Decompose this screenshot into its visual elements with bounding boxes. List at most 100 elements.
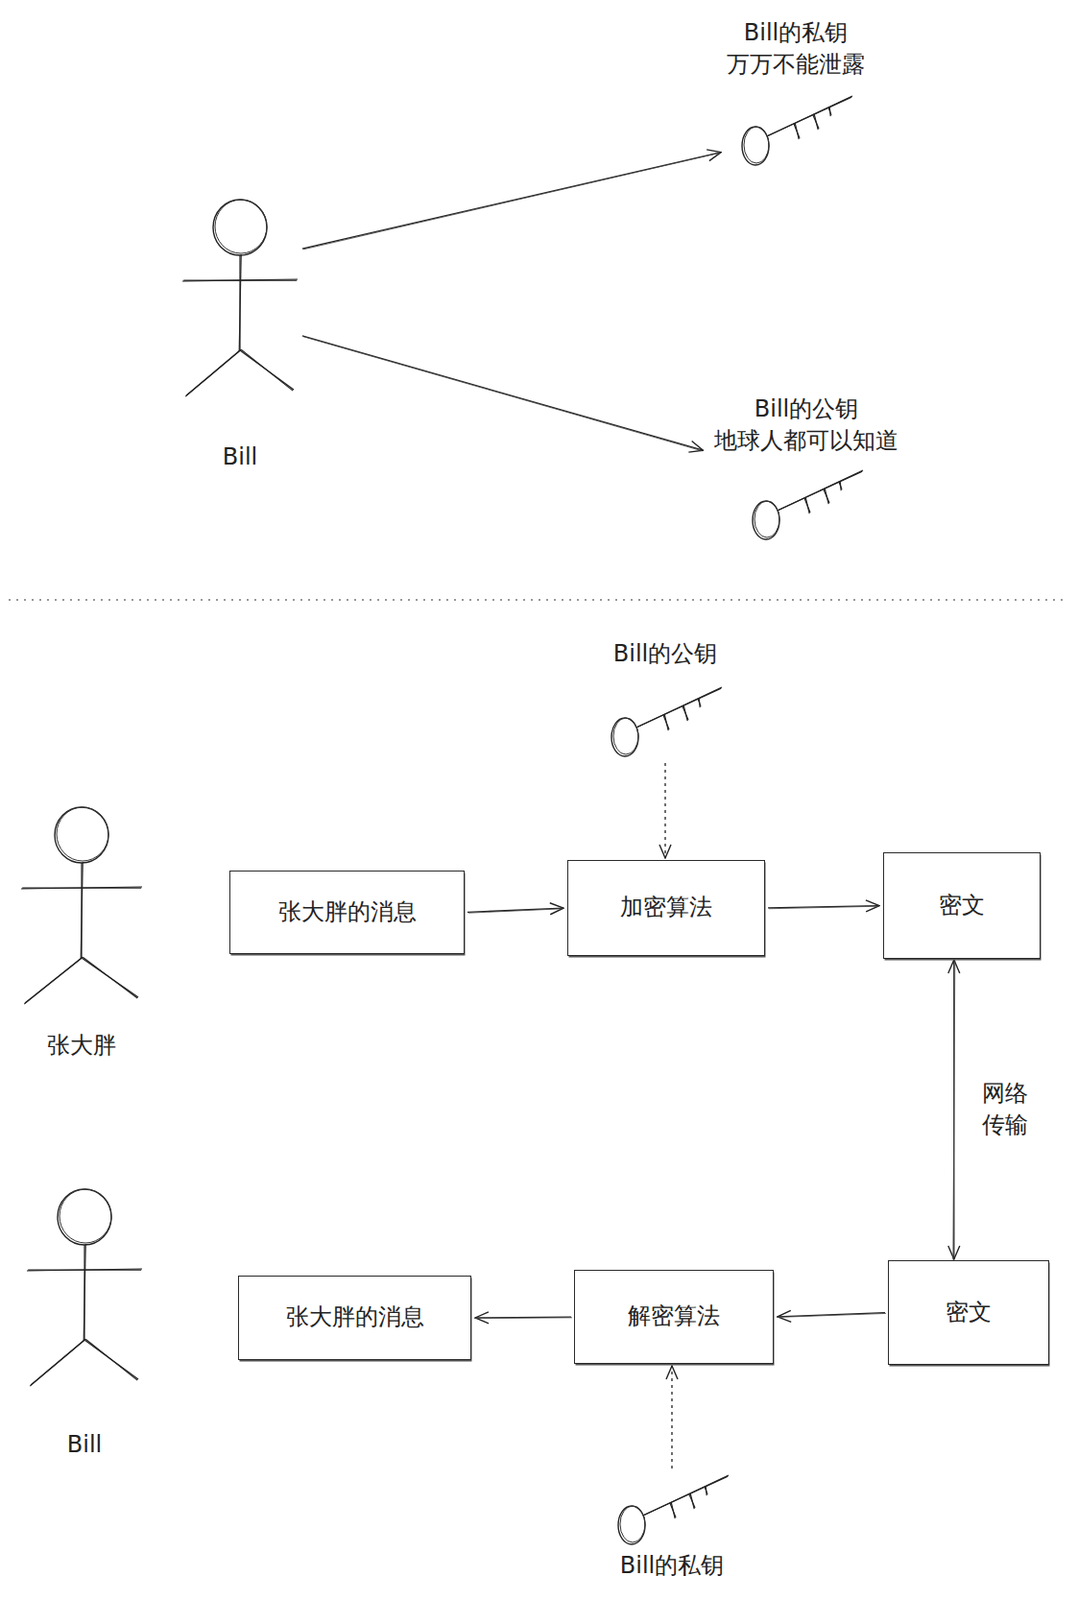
key-node: Bill的私钥 万万不能泄露 bbox=[726, 17, 865, 169]
key-node: Bill的私钥 bbox=[612, 1471, 733, 1582]
key-node: Bill的公钥 地球人都可以知道 bbox=[714, 393, 899, 544]
figure-head bbox=[56, 807, 109, 862]
key-icon bbox=[746, 466, 867, 544]
figure-head bbox=[215, 199, 267, 254]
key-bow bbox=[618, 1506, 646, 1545]
box-label: 加密算法 bbox=[620, 891, 713, 924]
figure-arms bbox=[21, 886, 143, 889]
process-box: 解密算法 bbox=[574, 1269, 774, 1365]
key-tooth bbox=[664, 714, 669, 731]
figure-leg bbox=[82, 957, 138, 999]
box-label: 密文 bbox=[945, 1296, 992, 1329]
figure-head bbox=[59, 1189, 112, 1244]
figure-arms bbox=[182, 279, 298, 282]
process-box: 密文 bbox=[887, 1260, 1050, 1366]
key-shaft bbox=[766, 95, 853, 137]
key-tooth bbox=[670, 1502, 675, 1519]
connector-sketch-stroke bbox=[768, 906, 879, 910]
name-label: Bill bbox=[67, 1429, 102, 1462]
key-shaft bbox=[643, 1475, 729, 1516]
connector-sketch-stroke bbox=[776, 1313, 887, 1318]
stick-figure bbox=[180, 196, 300, 404]
key-bow bbox=[752, 501, 780, 540]
figure-leg bbox=[23, 957, 83, 1005]
key-icon bbox=[736, 92, 857, 169]
figure-body bbox=[239, 254, 241, 352]
key-tooth bbox=[805, 497, 810, 514]
arrow-connector bbox=[953, 959, 955, 1260]
arrow-connector bbox=[302, 335, 704, 451]
key-bow bbox=[611, 718, 639, 757]
name-label: Bill的私钥 bbox=[620, 1550, 724, 1582]
box-label: 解密算法 bbox=[627, 1300, 720, 1333]
figure-leg bbox=[240, 349, 293, 391]
key-bow bbox=[742, 126, 769, 166]
figure-leg bbox=[185, 349, 241, 397]
box-label: 密文 bbox=[938, 889, 985, 922]
dotted-arrow bbox=[670, 1365, 672, 1469]
key-bow bbox=[754, 501, 780, 538]
key-tooth bbox=[794, 122, 799, 140]
key-bow bbox=[613, 718, 639, 755]
stick-figure bbox=[19, 804, 144, 1011]
separator-line bbox=[8, 598, 1068, 600]
process-box: 张大胖的消息 bbox=[238, 1275, 472, 1361]
figure-body bbox=[83, 1244, 86, 1342]
key-tooth bbox=[698, 697, 700, 708]
key-shaft bbox=[637, 688, 721, 727]
box-label: 张大胖的消息 bbox=[286, 1301, 425, 1334]
name-label: Bill bbox=[222, 441, 258, 474]
connector-sketch-stroke bbox=[953, 960, 956, 1261]
figure-arms bbox=[26, 1269, 143, 1271]
key-bow bbox=[743, 126, 769, 164]
key-icon bbox=[605, 683, 726, 761]
arrow-connector bbox=[475, 1316, 572, 1318]
connector-sketch-stroke bbox=[468, 909, 563, 913]
key-tooth bbox=[690, 1493, 695, 1510]
key-shaft bbox=[777, 470, 863, 511]
process-box: 加密算法 bbox=[567, 860, 766, 957]
name-label: 张大胖 bbox=[47, 1030, 117, 1062]
connector-sketch-stroke bbox=[303, 336, 703, 452]
arrow-connector bbox=[767, 906, 880, 909]
figure-body bbox=[80, 862, 83, 959]
connector-sketch-stroke bbox=[474, 1317, 573, 1319]
box-label: 张大胖的消息 bbox=[278, 896, 417, 929]
key-tooth bbox=[683, 705, 688, 721]
key-tooth bbox=[824, 488, 829, 504]
key-tooth bbox=[814, 114, 818, 130]
figure-leg bbox=[85, 1339, 138, 1381]
edge-label: 网络 传输 bbox=[982, 1078, 1029, 1142]
key-icon bbox=[612, 1471, 733, 1549]
key-tooth bbox=[839, 480, 841, 491]
dotted-arrow bbox=[664, 763, 666, 859]
figure-leg bbox=[29, 1339, 86, 1387]
key-tooth bbox=[705, 1485, 707, 1496]
key-shaft bbox=[636, 687, 722, 728]
arrow-connector bbox=[777, 1313, 886, 1318]
person-node: Bill bbox=[24, 1186, 144, 1462]
figure-head bbox=[213, 199, 267, 256]
key-shaft bbox=[778, 471, 863, 510]
person-node: 张大胖 bbox=[19, 804, 144, 1062]
figure-arms bbox=[27, 1269, 142, 1270]
stick-figure bbox=[24, 1186, 144, 1393]
connector-sketch-stroke bbox=[303, 152, 720, 250]
process-box: 密文 bbox=[883, 852, 1041, 959]
key-shaft bbox=[644, 1476, 728, 1515]
arrow-connector bbox=[467, 908, 564, 912]
name-label: Bill的公钥 地球人都可以知道 bbox=[714, 393, 899, 457]
person-node: Bill bbox=[180, 196, 300, 474]
arrow-connector bbox=[302, 152, 721, 249]
figure-arms bbox=[22, 886, 142, 888]
key-node: Bill的公钥 bbox=[605, 638, 726, 761]
name-label: Bill的私钥 万万不能泄露 bbox=[726, 17, 865, 81]
name-label: Bill的公钥 bbox=[613, 638, 718, 671]
figure-head bbox=[54, 807, 109, 863]
key-bow bbox=[620, 1506, 646, 1543]
key-tooth bbox=[829, 106, 831, 117]
key-shaft bbox=[767, 96, 852, 136]
